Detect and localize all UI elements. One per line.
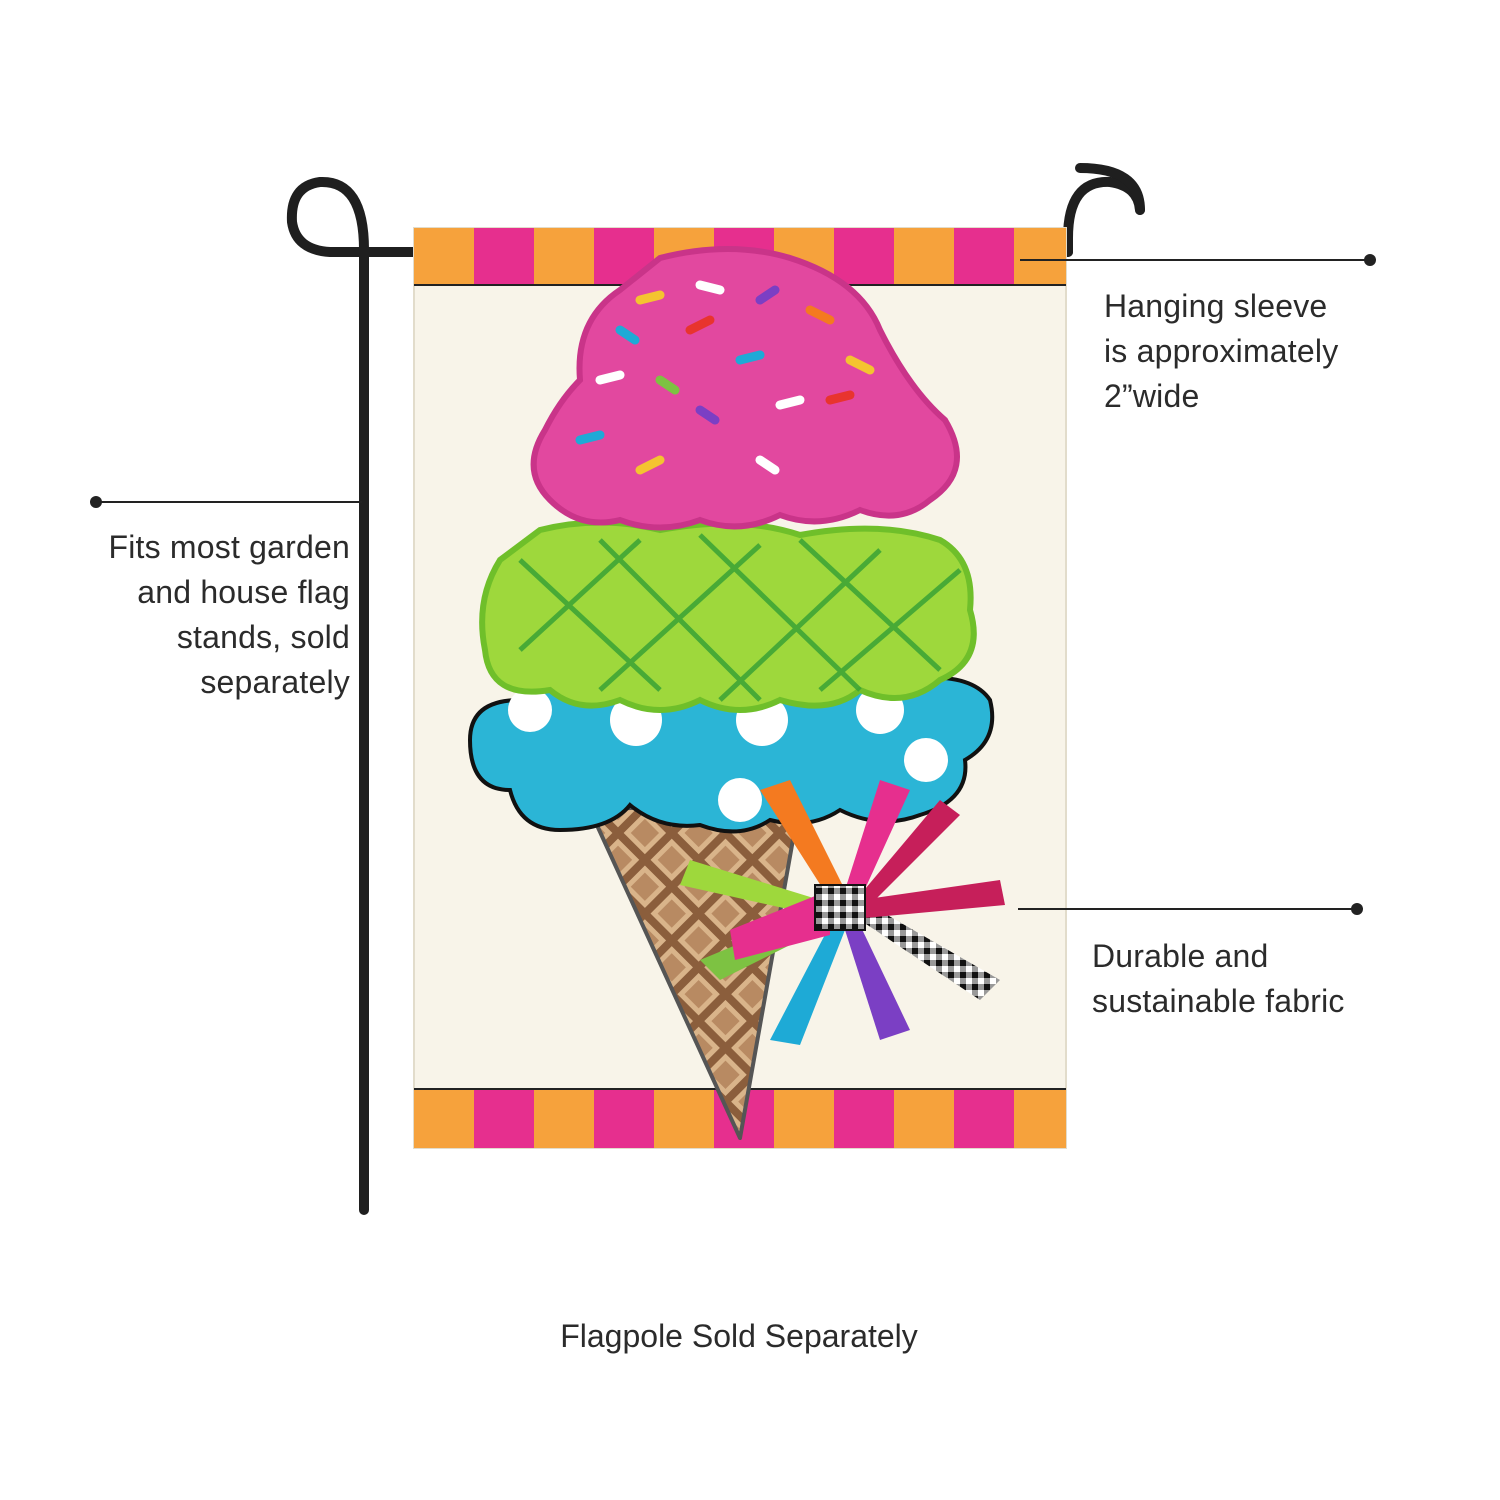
- flagpole-caption: Flagpole Sold Separately: [560, 1318, 918, 1354]
- callout-line: sustainable fabric: [1092, 983, 1345, 1019]
- callout-line: Durable and: [1092, 938, 1269, 974]
- callout-stand-line: [90, 496, 362, 508]
- green-scoop: [479, 519, 977, 713]
- callout-line: Fits most garden: [108, 529, 350, 565]
- pink-scoop: [530, 246, 960, 531]
- callout-line: and house flag: [137, 574, 350, 610]
- callout-line: 2”wide: [1104, 378, 1200, 414]
- flag-stand: [286, 163, 1145, 1215]
- callout-fabric: Durable and sustainable fabric: [1092, 934, 1345, 1024]
- callout-line: is approximately: [1104, 333, 1339, 369]
- callout-fabric-line: [1018, 903, 1363, 915]
- callout-line: separately: [200, 664, 350, 700]
- callout-flag-stand: Fits most garden and house flag stands, …: [40, 525, 350, 705]
- callout-line: Hanging sleeve: [1104, 288, 1328, 324]
- callout-line: stands, sold: [176, 619, 350, 655]
- callout-hanging-sleeve: Hanging sleeve is approximately 2”wide: [1104, 284, 1338, 419]
- sprinkles: [575, 280, 875, 475]
- ribbon-bow: [680, 780, 1005, 1045]
- callout-sleeve-line: [1020, 254, 1376, 266]
